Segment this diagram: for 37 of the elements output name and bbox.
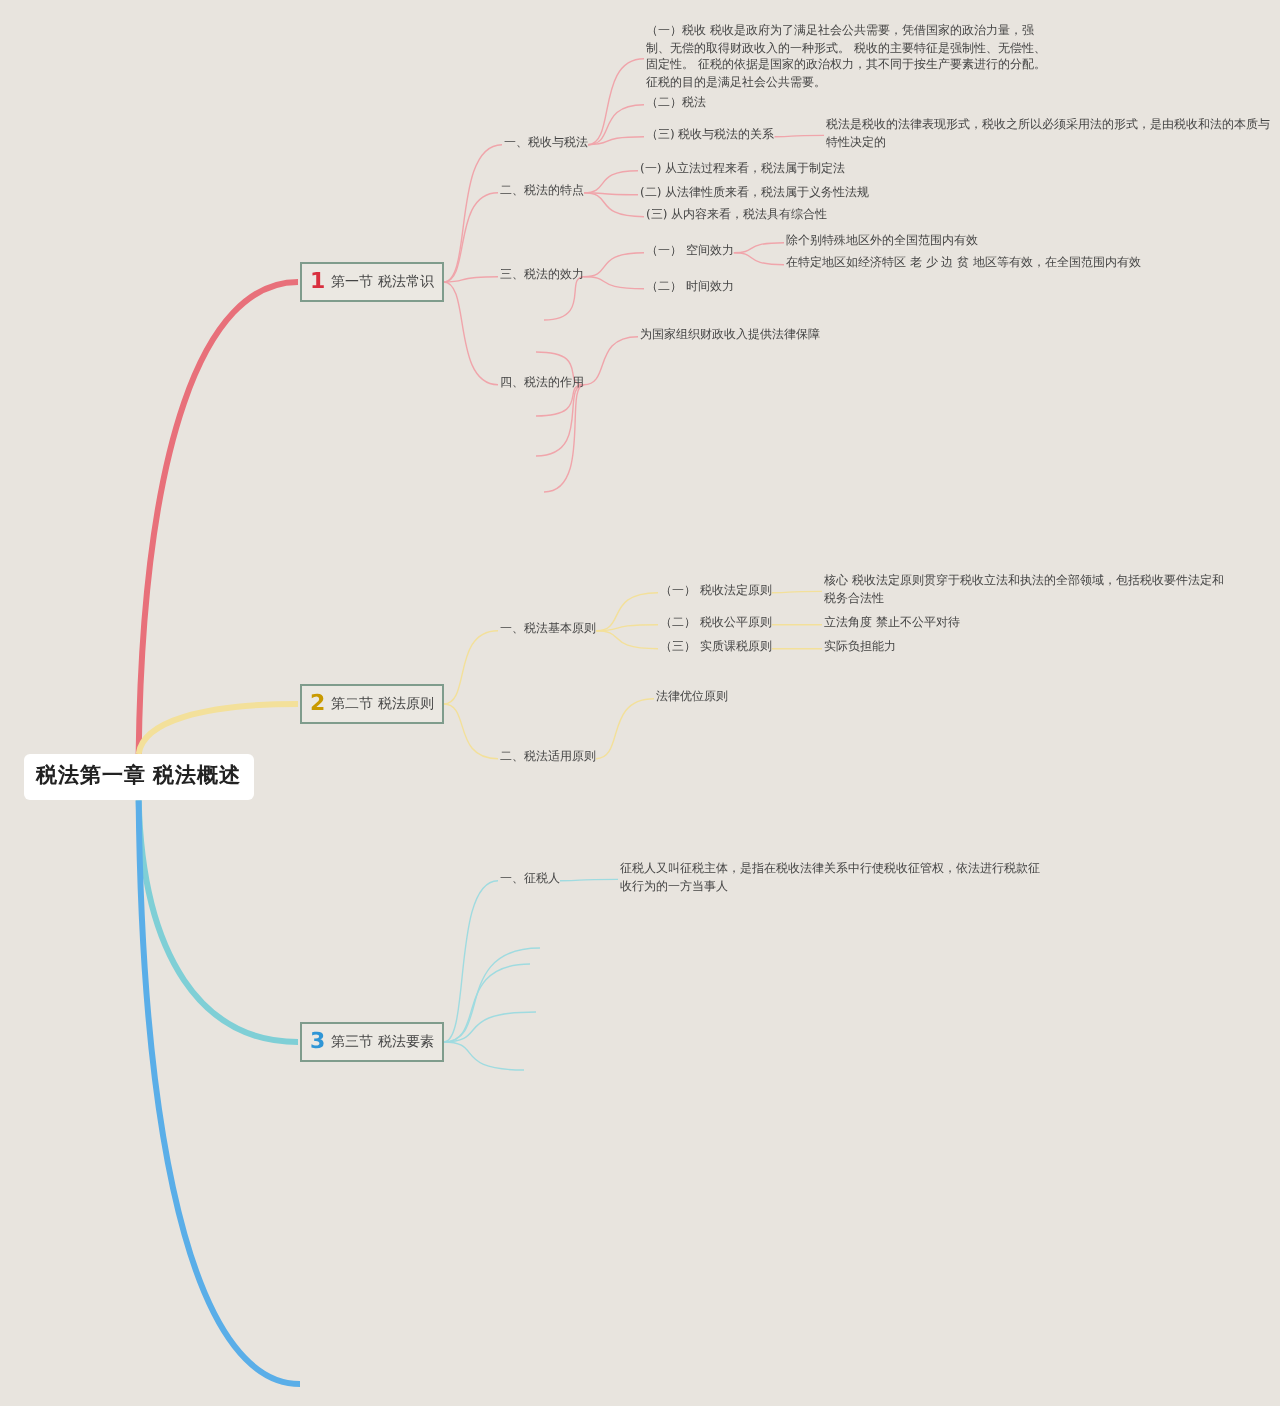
branch-line: [583, 336, 639, 386]
branch-line: [587, 58, 645, 146]
branch-line: [443, 192, 499, 283]
section-number: 2: [310, 690, 326, 716]
branch-line: [443, 276, 499, 283]
branch-line: [733, 252, 785, 266]
branch-line: [773, 134, 825, 138]
branch-line: [595, 630, 659, 650]
branch-line: [595, 592, 659, 632]
branch-line: [535, 384, 585, 417]
branch-line: [771, 648, 823, 650]
branch-line: [587, 104, 645, 146]
branch-line: [595, 698, 655, 760]
branch-line: [443, 703, 499, 760]
topic-box: [300, 684, 444, 724]
topic-box: [300, 262, 444, 302]
branch-line: [443, 880, 499, 1043]
branch-line: [771, 590, 823, 594]
branch-line: [583, 192, 645, 218]
branch-line: [443, 630, 499, 705]
branch-line: [583, 276, 645, 290]
branch-line: [443, 281, 499, 386]
branch-line: [535, 384, 585, 457]
branch-line: [135, 700, 299, 755]
topic-box: [300, 1022, 444, 1062]
branch-line: [543, 384, 585, 493]
branch-line: [443, 1041, 525, 1071]
branch-line: [135, 800, 301, 1387]
branch-line: [559, 878, 619, 882]
central-topic: 税法第一章 税法概述: [24, 754, 254, 801]
branch-line: [587, 136, 645, 146]
branch-line: [535, 351, 585, 386]
section-number: 3: [310, 1028, 326, 1054]
branch-line: [543, 276, 585, 321]
branch-line: [771, 624, 823, 626]
section-number: 1: [310, 268, 326, 294]
branch-line: [135, 278, 299, 755]
